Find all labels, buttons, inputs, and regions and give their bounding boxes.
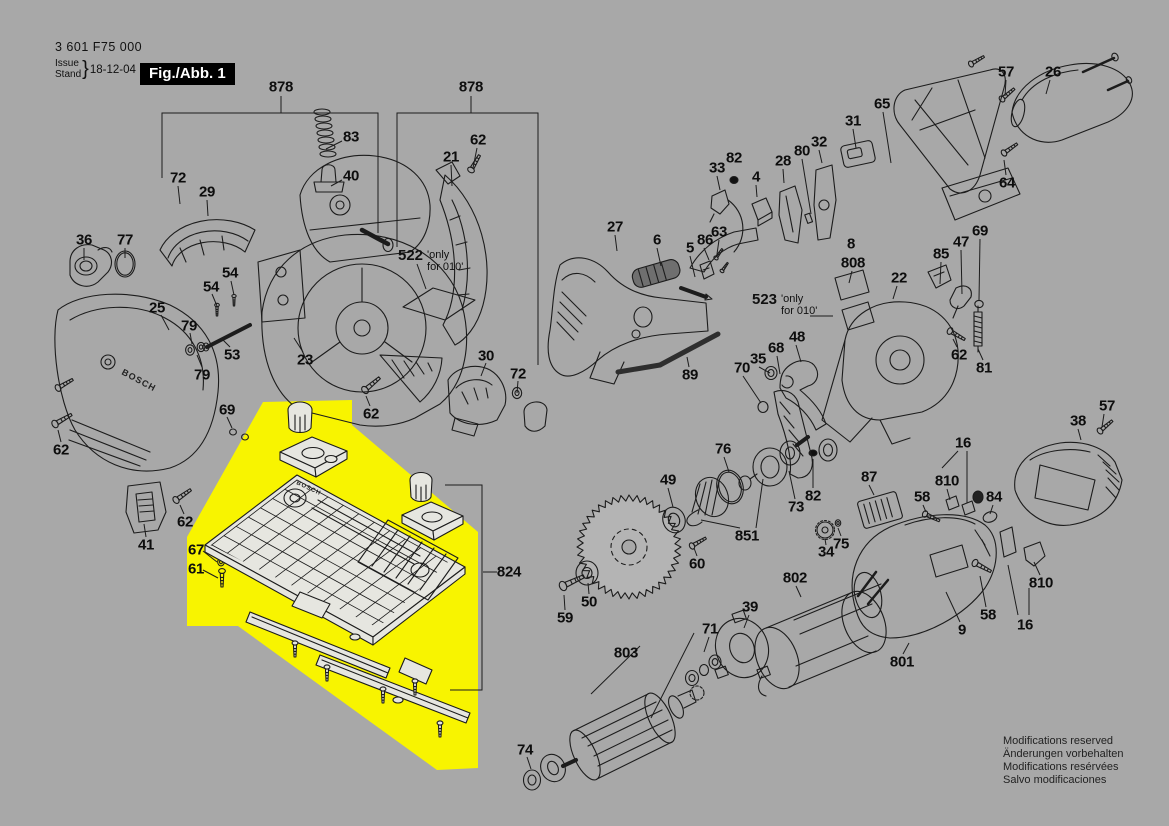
part-spring-81 bbox=[974, 306, 982, 352]
rail-strips bbox=[246, 592, 470, 723]
part-frame-65 bbox=[894, 69, 1020, 220]
part-flange-50 bbox=[576, 561, 598, 585]
part-rings-70-35-68 bbox=[758, 367, 793, 413]
issue-word-de: Stand bbox=[55, 68, 82, 80]
slider-block-b bbox=[402, 502, 463, 540]
part-wedge-33 bbox=[710, 190, 729, 222]
part-block-4 bbox=[752, 198, 772, 226]
part-sticker-522 bbox=[403, 288, 475, 320]
parts-artwork bbox=[50, 52, 1133, 790]
part-washer-75 bbox=[834, 519, 842, 527]
part-rod-89 bbox=[618, 334, 718, 372]
issue-date: 18-12-04 bbox=[89, 63, 136, 76]
part-brush-holder-87 bbox=[857, 491, 903, 529]
part-fan-segment bbox=[380, 355, 442, 402]
part-pin-53 bbox=[203, 325, 250, 351]
part-knob-cap bbox=[524, 402, 547, 431]
base-plate bbox=[205, 475, 467, 645]
bracket-lines bbox=[162, 113, 538, 690]
part-rings-69a bbox=[230, 429, 249, 440]
part-switch-31 bbox=[840, 140, 876, 168]
issue-word-en: Issue bbox=[55, 58, 79, 69]
clamp-knob-a bbox=[288, 402, 312, 433]
part-sticker-523 bbox=[842, 302, 874, 330]
bosch-logo-text: BOSCH bbox=[120, 367, 158, 393]
part-gear-housing-22 bbox=[822, 302, 958, 444]
issue-stand-date: Issue Stand } 18-12-04 bbox=[55, 58, 136, 81]
slider-block-a bbox=[280, 437, 347, 477]
part-handle-26 bbox=[1009, 64, 1133, 143]
part-bearing-49 bbox=[659, 504, 689, 536]
part-bearing-73 bbox=[819, 439, 837, 461]
part-plate-28 bbox=[779, 186, 802, 243]
leader-lines bbox=[58, 80, 1104, 769]
part-armature-803 bbox=[524, 686, 705, 790]
part-spindle-73 bbox=[739, 437, 808, 490]
part-baseplate-824 bbox=[205, 402, 470, 738]
part-end-cap-38 bbox=[1015, 442, 1122, 525]
part-bolts-top-right bbox=[1083, 52, 1133, 90]
part-spindle-5 bbox=[681, 288, 712, 300]
part-dust-port-36 bbox=[70, 245, 112, 287]
part-boot-6 bbox=[630, 258, 681, 289]
part-screw-60 bbox=[687, 534, 708, 551]
part-depth-segment-29 bbox=[160, 220, 255, 266]
part-spring-83 bbox=[314, 109, 336, 157]
part-rear-handle-27 bbox=[548, 258, 708, 384]
part-ring-69b bbox=[975, 300, 983, 307]
part-blade-50 bbox=[577, 495, 681, 599]
issue-brace: } bbox=[82, 58, 89, 80]
part-screw-57b bbox=[1095, 417, 1115, 436]
part-bracket-41 bbox=[126, 482, 166, 533]
part-pin-80 bbox=[805, 213, 813, 223]
part-upper-housing bbox=[300, 155, 430, 262]
part-hook-47 bbox=[950, 286, 971, 318]
part-clamp-86 bbox=[700, 261, 714, 279]
part-clips-810-16 bbox=[946, 491, 1045, 566]
document-part-number: 3 601 F75 000 bbox=[55, 40, 143, 54]
part-sticker-808 bbox=[835, 270, 869, 300]
part-motor-housing-801 bbox=[850, 515, 996, 638]
part-bearing-bracket-39 bbox=[707, 610, 776, 685]
clamp-knob-b bbox=[410, 473, 432, 502]
part-screw-58b bbox=[970, 557, 994, 576]
part-lever-32 bbox=[814, 165, 836, 240]
part-lever-48 bbox=[774, 361, 826, 478]
part-oring-76 bbox=[713, 467, 747, 507]
part-washers-71 bbox=[686, 655, 722, 686]
part-bolt-59 bbox=[557, 571, 587, 593]
part-link-arm bbox=[690, 200, 758, 272]
part-lever-21 bbox=[436, 162, 487, 345]
part-gear-34 bbox=[816, 521, 835, 540]
figure-label: Fig./Abb. 1 bbox=[140, 63, 235, 85]
part-guard-23 bbox=[258, 234, 467, 426]
part-gear-851 bbox=[687, 473, 734, 526]
part-plug-82a bbox=[730, 177, 738, 184]
part-stator-802 bbox=[746, 572, 894, 696]
part-clip-85 bbox=[928, 265, 951, 288]
part-cover-25 bbox=[55, 294, 219, 471]
part-segment-30 bbox=[448, 366, 506, 436]
part-knob-40 bbox=[314, 165, 344, 192]
